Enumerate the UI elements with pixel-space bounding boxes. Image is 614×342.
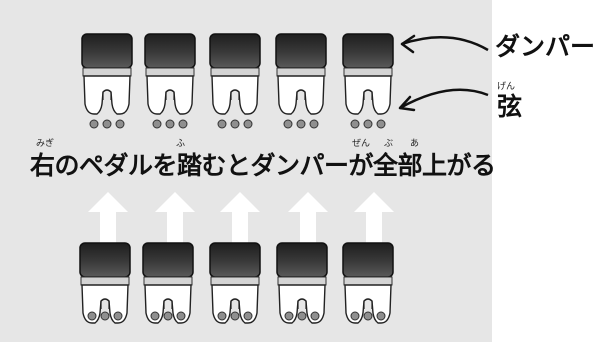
ruby-fu: ふ (176, 139, 186, 149)
ruby-a: あ (410, 139, 420, 149)
ruby-zen: ぜん (352, 139, 371, 149)
caption-text: 右のペダルを踏むとダンパーが全部上がる (30, 151, 496, 180)
damper-label: ダンパー (495, 32, 596, 61)
damper-pointer (400, 34, 489, 54)
ruby-bu: ぶ (384, 139, 394, 149)
string-ruby: げん (497, 82, 516, 92)
ruby-migi: みぎ (36, 139, 55, 149)
string-pointer (398, 88, 489, 112)
string-label: 弦 (497, 92, 523, 121)
